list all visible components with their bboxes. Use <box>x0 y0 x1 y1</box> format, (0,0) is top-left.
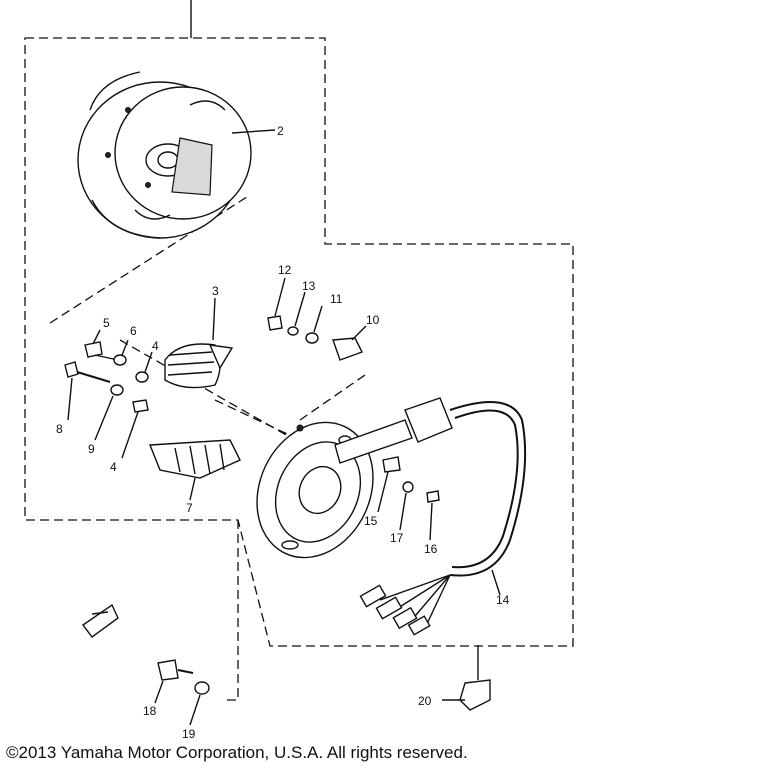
callout-18: 18 <box>143 704 157 718</box>
front-arrow-icon <box>82 603 119 638</box>
pulser-coil <box>148 439 241 501</box>
callout-7: 7 <box>186 501 193 515</box>
assembly-boundary <box>24 37 574 647</box>
flywheel-rotor <box>77 71 276 239</box>
callout-4b: 4 <box>110 460 117 474</box>
callout-8: 8 <box>56 422 63 436</box>
clamp <box>442 645 491 711</box>
bolt-washer-bottom <box>154 659 210 726</box>
callout-2: 2 <box>277 124 284 138</box>
callout-13: 13 <box>302 279 316 293</box>
callout-16: 16 <box>424 542 438 556</box>
callout-15: 15 <box>364 514 378 528</box>
callout-10: 10 <box>366 313 380 327</box>
callout-5: 5 <box>103 316 110 330</box>
callout-11: 11 <box>330 292 343 306</box>
callout-4a: 4 <box>152 339 159 353</box>
charge-coil <box>164 297 234 389</box>
callout-19: 19 <box>182 727 196 741</box>
callout-6: 6 <box>130 324 137 338</box>
callout-9: 9 <box>88 442 95 456</box>
callout-17: 17 <box>390 531 404 545</box>
copyright-notice: ©2013 Yamaha Motor Corporation, U.S.A. A… <box>6 743 468 762</box>
callout-3: 3 <box>212 284 219 298</box>
screws-washers-left <box>64 329 153 459</box>
stator-plate <box>256 421 374 559</box>
hardware-right <box>267 277 440 541</box>
callout-numbers: 2 3 4 4 5 6 7 8 9 10 11 12 13 14 15 16 1… <box>56 124 510 741</box>
callout-14: 14 <box>496 593 510 607</box>
callout-12: 12 <box>278 263 292 277</box>
wire-harness <box>334 397 527 636</box>
callout-20: 20 <box>418 694 432 708</box>
